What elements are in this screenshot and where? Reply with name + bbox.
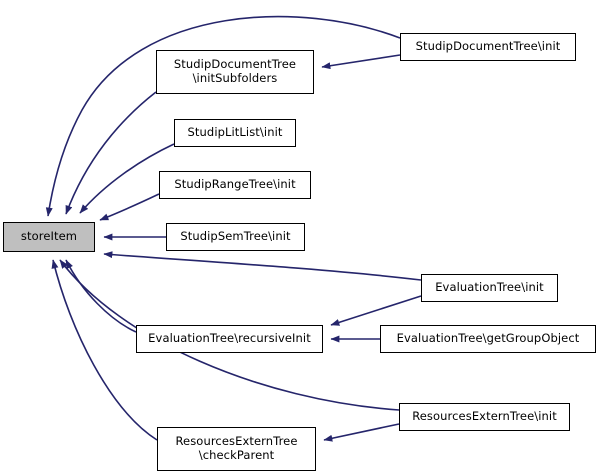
graph-node-studipsemtree-init[interactable]: StudipSemTree\init [166, 223, 305, 251]
node-label: EvaluationTree\init [435, 280, 544, 295]
node-label: StudipRangeTree\init [174, 177, 296, 192]
graph-node-evaluationtree-init[interactable]: EvaluationTree\init [421, 274, 558, 302]
node-label: storeItem [20, 229, 78, 244]
graph-node-studiprangetree-init[interactable]: StudipRangeTree\init [159, 171, 311, 199]
node-label: StudipLitList\init [187, 125, 283, 140]
graph-node-studipdocumenttree-initsubfolders[interactable]: StudipDocumentTree \initSubfolders [156, 50, 314, 94]
edge-recursiveInit-to-storeItem [65, 259, 137, 333]
graph-node-studiplitlist-init[interactable]: StudipLitList\init [174, 119, 296, 147]
edge-resourcesExternTreeInit-to-checkParent [323, 423, 400, 442]
graph-node-studipdocumenttree-init[interactable]: StudipDocumentTree\init [400, 33, 576, 61]
graph-node-evaluationtree-getgroupobject[interactable]: EvaluationTree\getGroupObject [380, 325, 596, 353]
edge-litListInit-to-storeItem [79, 143, 175, 214]
node-label: StudipDocumentTree \initSubfolders [173, 57, 297, 85]
node-label: ResourcesExternTree\init [412, 409, 557, 424]
edge-evaluationTreeInit-to-recursiveInit [330, 295, 422, 326]
graph-node-storeitem[interactable]: storeItem [3, 222, 95, 252]
edge-initSubfolders-to-storeItem [65, 91, 157, 215]
edge-documentTreeInit-to-storeItem [45, 15, 401, 217]
node-label: EvaluationTree\recursiveInit [148, 331, 311, 346]
edge-rangeTreeInit-to-storeItem [99, 193, 160, 221]
edge-evaluationTreeInit-to-storeItem [103, 251, 422, 281]
edge-resourcesExternTreeInit-to-storeItem [59, 259, 400, 411]
edge-checkParent-to-storeItem [51, 259, 158, 441]
graph-node-resourcesexterntree-init[interactable]: ResourcesExternTree\init [399, 403, 570, 431]
node-label: StudipSemTree\init [180, 229, 291, 244]
node-label: ResourcesExternTree \checkParent [175, 434, 298, 462]
graph-node-resourcesexterntree-checkparent[interactable]: ResourcesExternTree \checkParent [157, 427, 316, 471]
graph-node-evaluationtree-recursiveinit[interactable]: EvaluationTree\recursiveInit [136, 325, 323, 353]
edge-documentTreeInit-to-initSubfolders [321, 54, 401, 70]
node-label: EvaluationTree\getGroupObject [396, 331, 580, 346]
node-label: StudipDocumentTree\init [415, 39, 561, 54]
